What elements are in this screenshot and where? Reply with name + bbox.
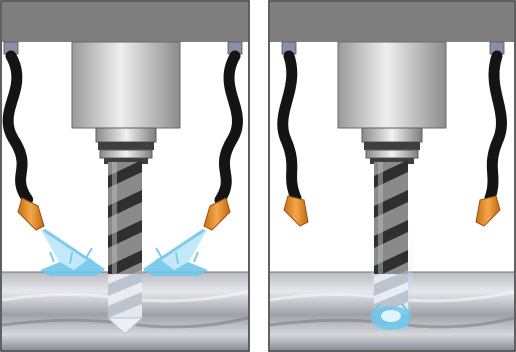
external-coolant-diagram bbox=[0, 0, 250, 352]
machine-head bbox=[270, 2, 514, 42]
machine-head bbox=[2, 2, 248, 42]
through-spindle-coolant-panel bbox=[268, 0, 516, 352]
external-coolant-panel bbox=[0, 0, 250, 352]
drill-bit-icon bbox=[108, 160, 142, 334]
drill-bit-icon bbox=[374, 160, 408, 316]
coolant-spray-tip bbox=[371, 304, 411, 330]
through-spindle-coolant-diagram bbox=[268, 0, 516, 352]
